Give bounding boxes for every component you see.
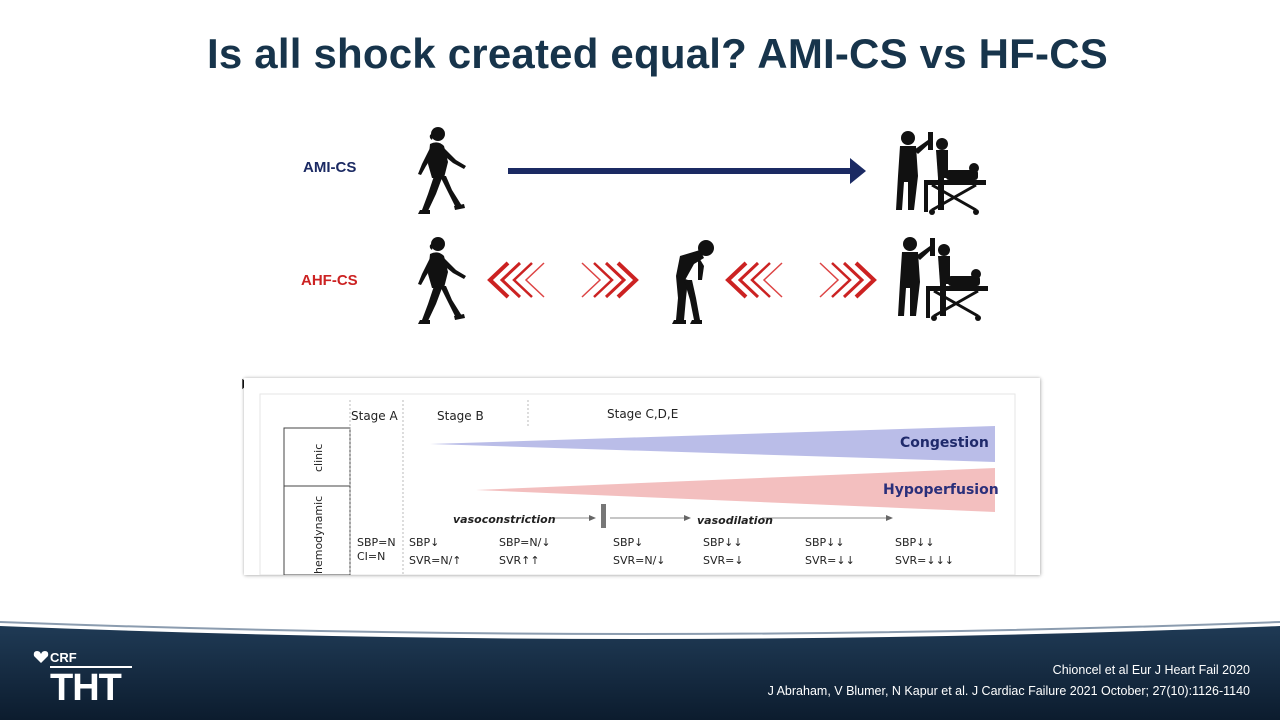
flow-label-vasoconstriction: vasoconstriction	[453, 513, 556, 526]
column-value: SBP↓	[409, 536, 440, 549]
column-value: CI=N	[357, 550, 386, 563]
resuscitation-stretcher-icon	[896, 235, 990, 323]
chevron-left-icon	[726, 261, 784, 299]
side-label-hemodynamic: hemodynamic	[312, 495, 325, 574]
column-value: SBP=N/↓	[499, 536, 551, 549]
column-value: SVR=N/↑	[409, 554, 462, 567]
walking-person-icon	[418, 237, 466, 324]
column-value: SBP↓	[613, 536, 644, 549]
row-label-ahf: AHF-CS	[301, 272, 358, 289]
chevron-right-icon	[580, 261, 638, 299]
logo-divider	[50, 666, 132, 668]
footer-band	[0, 618, 1280, 720]
slide-title: Is all shock created equal? AMI-CS vs HF…	[207, 30, 1108, 77]
column-value: SBP↓↓	[895, 536, 935, 549]
column-value: SBP↓↓	[703, 536, 743, 549]
column-value: SVR=↓↓↓	[895, 554, 955, 567]
column-value: SVR=N/↓	[613, 554, 666, 567]
row-label-ami: AMI-CS	[303, 159, 357, 176]
stage-a-header: Stage A	[351, 409, 398, 423]
arrow-head-icon	[850, 158, 866, 184]
stage-panel: Stage A Stage B Stage C,D,E clinic hemod…	[244, 378, 1040, 575]
stage-b-header: Stage B	[437, 409, 484, 423]
stage-panel-graphics	[259, 393, 1016, 575]
side-label-clinic: clinic	[312, 443, 325, 472]
logo-tht: THT	[50, 667, 122, 709]
hunched-person-icon	[672, 240, 714, 324]
column-value: SBP↓↓	[805, 536, 845, 549]
logo-crf: CRF	[50, 650, 77, 665]
band-label-hypoperfusion: Hypoperfusion	[883, 482, 999, 498]
stage-cde-header: Stage C,D,E	[607, 407, 679, 421]
column-value: SBP=N	[357, 536, 396, 549]
flow-label-vasodilation: vasodilation	[697, 514, 773, 527]
chevron-left-icon	[488, 261, 546, 299]
trajectory-diagram	[418, 127, 990, 324]
resuscitation-stretcher-icon	[894, 129, 988, 217]
heart-logo-icon	[33, 651, 49, 663]
band-label-congestion: Congestion	[900, 435, 989, 451]
chevron-right-icon	[818, 261, 876, 299]
column-value: SVR=↓	[703, 554, 744, 567]
column-value: SVR=↓↓	[805, 554, 855, 567]
walking-person-icon	[418, 127, 466, 214]
citation-1: Chioncel et al Eur J Heart Fail 2020	[1052, 663, 1250, 677]
citation-2: J Abraham, V Blumer, N Kapur et al. J Ca…	[767, 684, 1250, 698]
column-value: SVR↑↑	[499, 554, 540, 567]
